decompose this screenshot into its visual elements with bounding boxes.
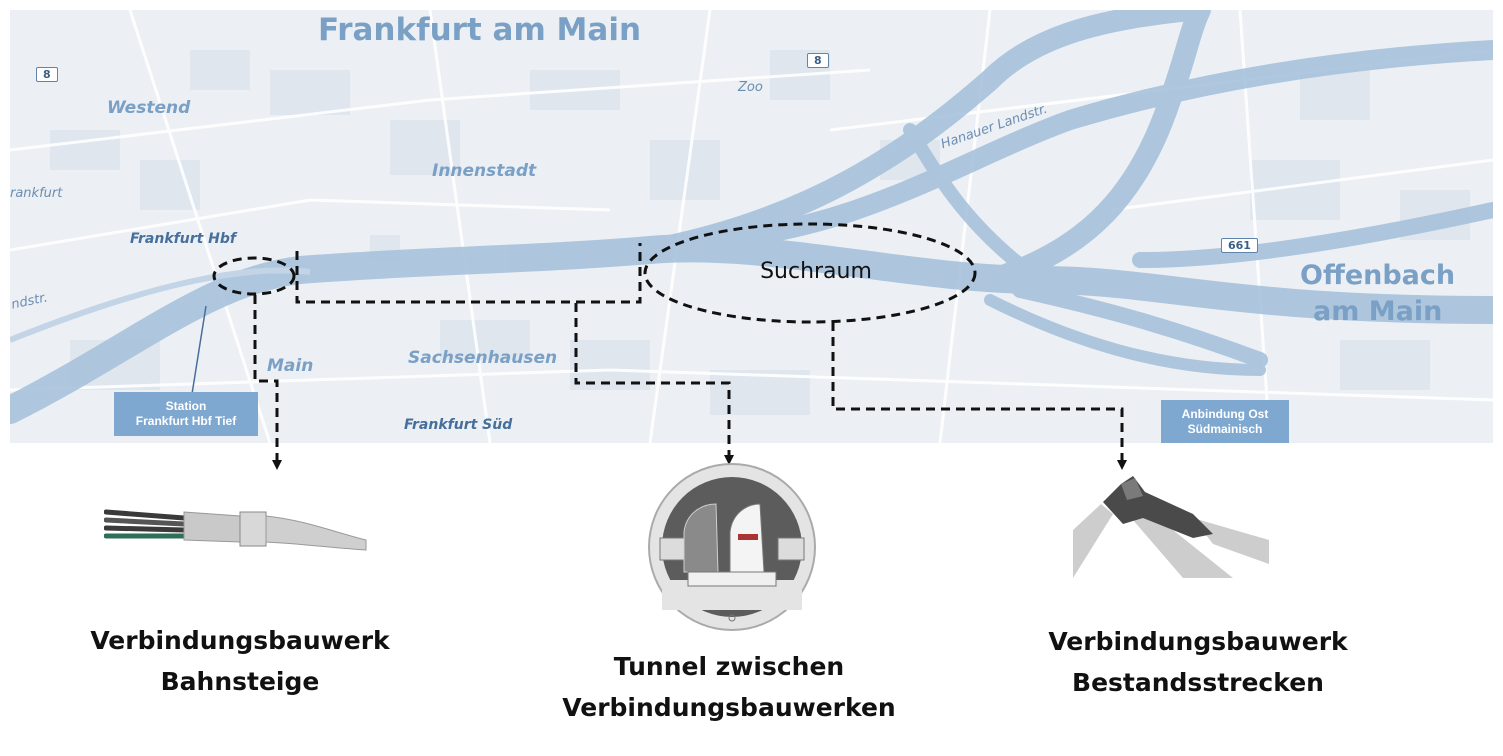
ellipse-suchraum bbox=[643, 222, 977, 324]
arrow-right bbox=[1117, 460, 1127, 470]
map-label-frankfurt-left: rankfurt bbox=[10, 186, 63, 201]
leader-right bbox=[831, 322, 1124, 460]
existing-lines-structure-illustration bbox=[1073, 476, 1269, 578]
leader-left bbox=[253, 295, 279, 460]
caption-left-line2: Bahnsteige bbox=[160, 667, 320, 696]
caption-platform-structure: Verbindungsbauwerk Bahnsteige bbox=[40, 620, 440, 702]
caption-right-line2: Bestandsstrecken bbox=[1072, 668, 1324, 697]
caption-center-line2: Verbindungsbauwerken bbox=[562, 693, 896, 722]
callout-anbindung-ost: Anbindung Ost Südmainisch bbox=[1161, 400, 1289, 443]
map-label-zoo: Zoo bbox=[738, 80, 763, 95]
caption-existing-lines-structure: Verbindungsbauwerk Bestandsstrecken bbox=[1000, 621, 1396, 703]
caption-right-line1: Verbindungsbauwerk bbox=[1048, 627, 1348, 656]
map-district-westend: Westend bbox=[107, 98, 191, 118]
map-city-title: Frankfurt am Main bbox=[318, 12, 642, 48]
map-district-innenstadt: Innenstadt bbox=[432, 161, 537, 181]
map-background bbox=[10, 10, 1493, 443]
map-river-main: Main bbox=[267, 356, 314, 376]
caption-tunnel: Tunnel zwischen Verbindungsbauwerken bbox=[529, 646, 929, 728]
arrow-left bbox=[272, 460, 282, 470]
road-shield-661: 661 bbox=[1221, 238, 1258, 253]
map-district-sachsenhausen: Sachsenhausen bbox=[408, 348, 558, 368]
map-city-offenbach-line2: am Main bbox=[1313, 296, 1443, 327]
caption-left-line1: Verbindungsbauwerk bbox=[90, 626, 390, 655]
caption-center-line1: Tunnel zwischen bbox=[613, 652, 845, 681]
platform-structure-illustration bbox=[104, 509, 367, 551]
leader-center bbox=[574, 303, 731, 455]
road-shield-8-left: 8 bbox=[36, 67, 58, 82]
tunnel-corridor-outline bbox=[295, 243, 642, 304]
map-station-sued: Frankfurt Süd bbox=[404, 417, 513, 433]
map-panel: Frankfurt am Main Offenbach am Main West… bbox=[10, 10, 1493, 443]
map-station-hbf: Frankfurt Hbf bbox=[130, 231, 237, 247]
callout-anbindung-line1: Anbindung Ost bbox=[1181, 406, 1269, 421]
callout-station-tief-line1: Station bbox=[165, 399, 207, 413]
road-shield-8-center: 8 bbox=[807, 53, 829, 68]
search-area-label: Suchraum bbox=[760, 259, 872, 284]
arrow-center bbox=[724, 455, 734, 465]
callout-anbindung-line2: Südmainisch bbox=[1187, 421, 1263, 436]
callout-station-tief-line2: Frankfurt Hbf Tief bbox=[135, 414, 237, 428]
map-city-offenbach-line1: Offenbach bbox=[1300, 260, 1456, 291]
callout-station-tief: Station Frankfurt Hbf Tief bbox=[114, 392, 258, 436]
tunnel-cross-section-illustration bbox=[648, 463, 816, 631]
ellipse-connection-platforms bbox=[212, 256, 296, 296]
